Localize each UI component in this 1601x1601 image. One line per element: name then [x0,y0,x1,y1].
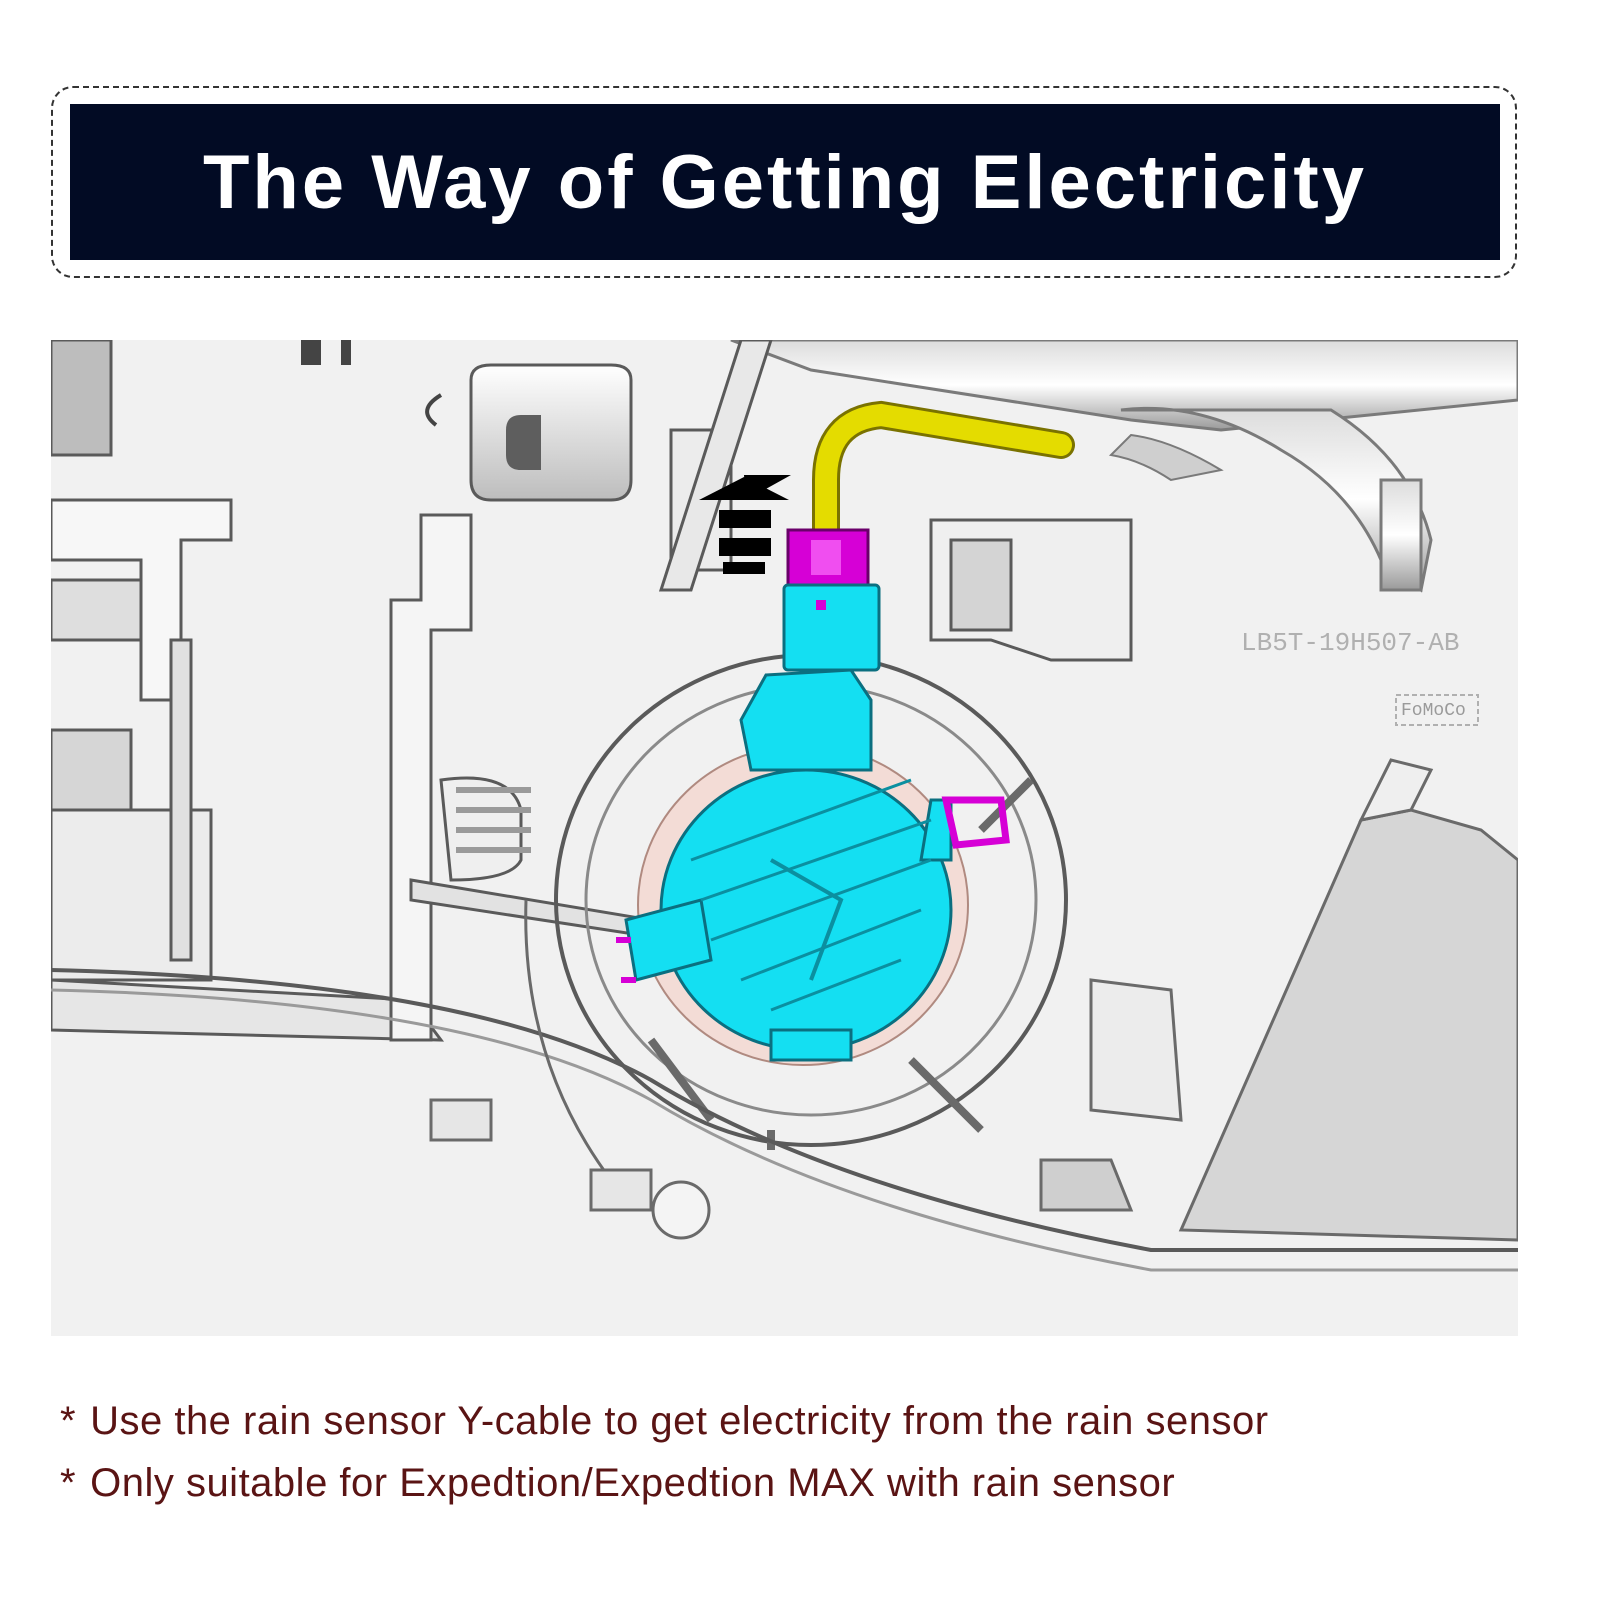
side-connector [616,796,1010,983]
rain-sensor [624,583,953,1062]
note-bullet: * [60,1461,77,1505]
part-number-label: LB5T-19H507-AB [1241,628,1459,658]
note-item: * Only suitable for Expedtion/Expedtion M… [60,1452,1560,1514]
left-frame [51,340,445,1042]
lower-trim-line [51,968,1518,1252]
small-wire [429,899,711,1240]
rain-sensor-diagram: LB5T-19H507-AB FoMoCo [51,340,1518,1336]
lower-right-panel [1039,758,1518,1242]
note-item: * Use the rain sensor Y-cable to get elec… [60,1390,1560,1452]
wire-harness [730,340,1518,593]
note-text: Only suitable for Expedtion/Expedtion MA… [90,1461,1176,1505]
up-arrow-icon [699,475,791,574]
y-cable-connector [786,528,870,587]
note-bullet: * [60,1399,77,1443]
title-banner: The Way of Getting Electricity [70,104,1500,260]
mounting-block [301,340,633,502]
notes-list: * Use the rain sensor Y-cable to get elec… [60,1390,1560,1514]
maker-mark-label: FoMoCo [1401,701,1466,721]
note-text: Use the rain sensor Y-cable to get elect… [90,1399,1269,1443]
title-frame [51,86,1517,278]
page-title: The Way of Getting Electricity [202,139,1368,225]
